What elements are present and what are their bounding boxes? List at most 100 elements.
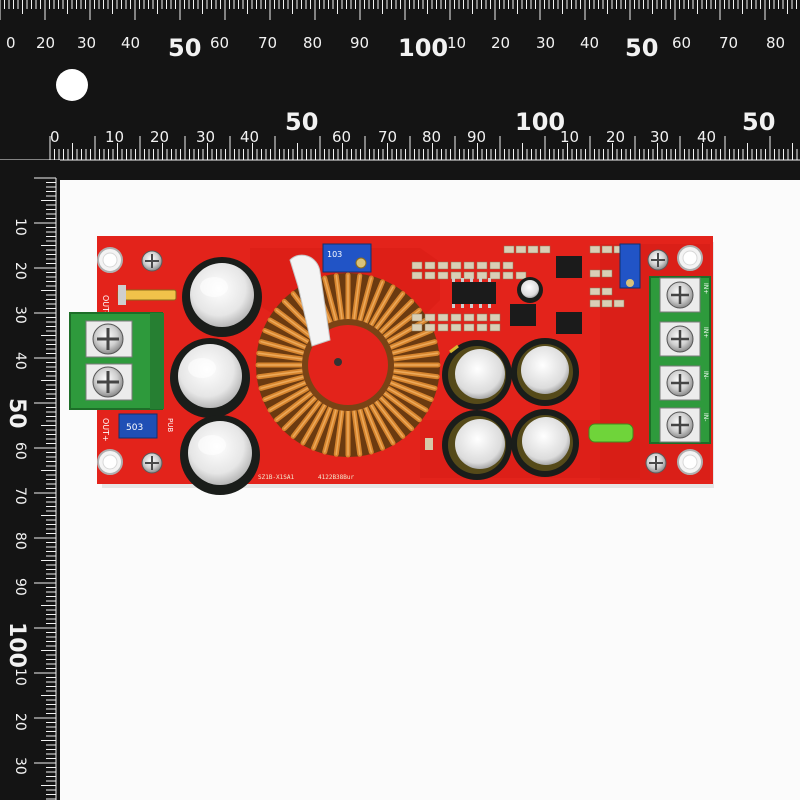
smd-part	[424, 313, 436, 322]
copper-highlight	[269, 386, 311, 411]
ruler-label: 20	[606, 128, 625, 146]
terminal-screw	[85, 363, 133, 401]
electrolytic-capacitor	[511, 409, 579, 477]
terminal-screw	[85, 320, 133, 358]
terminal-label: IN-	[702, 371, 709, 379]
smd-part	[450, 313, 462, 322]
copper-highlight	[335, 275, 344, 323]
terminal-screw-slot	[671, 330, 689, 348]
top-ruler-ticks-row1	[0, 0, 797, 20]
ruler-label: 30	[650, 128, 669, 146]
smd-part	[463, 261, 475, 270]
trim-potentiometer	[619, 243, 641, 289]
board-screw	[141, 452, 163, 474]
smd-part	[515, 271, 527, 280]
electrolytic-capacitor	[170, 338, 250, 418]
smd-part	[476, 323, 488, 332]
smd-part	[437, 323, 449, 332]
ruler-label: 20	[150, 128, 169, 146]
copper-highlight	[390, 352, 438, 361]
ic-pin	[479, 304, 482, 308]
smd-part	[503, 245, 515, 254]
copper-highlight	[264, 329, 309, 349]
trim-potentiometer: 503	[118, 413, 158, 439]
smd-part	[601, 299, 613, 308]
ruler-label: 10	[105, 128, 124, 146]
copper-highlight	[269, 319, 311, 344]
ruler-label: 70	[12, 487, 28, 505]
smd-part	[539, 245, 551, 254]
smd-part	[424, 271, 436, 280]
top-ruler-ticks-row2	[49, 136, 798, 160]
ruler-label-major: 100	[515, 108, 565, 136]
copper-highlight	[364, 281, 384, 326]
ruler-label: 60	[210, 34, 229, 52]
ic-pin	[470, 304, 473, 308]
smd-part	[463, 313, 475, 322]
mounting-hole	[97, 247, 123, 273]
smd-part	[437, 261, 449, 270]
ruler-label-major: 50	[625, 34, 658, 62]
smd-part	[437, 271, 449, 280]
ruler-label: 20	[36, 34, 55, 52]
ruler-label: 30	[12, 306, 28, 324]
copper-highlight	[387, 329, 432, 349]
ic-chip	[452, 282, 496, 304]
ic-chip	[510, 304, 536, 326]
smd-part	[450, 261, 462, 270]
ruler-label: 30	[536, 34, 555, 52]
copper-highlight	[387, 381, 432, 401]
copper-highlight	[382, 391, 421, 421]
ruler-label: 60	[12, 442, 28, 460]
smd-part	[476, 313, 488, 322]
ruler-label: 0	[6, 34, 16, 52]
electrolytic-capacitor	[442, 410, 512, 480]
terminal-screw-slot	[671, 416, 689, 434]
terminal-screws	[659, 277, 701, 443]
smd-part	[476, 271, 488, 280]
copper-highlight	[364, 404, 384, 449]
ic-chip	[556, 312, 582, 334]
electrolytic-capacitor	[180, 415, 260, 495]
board-screw	[647, 249, 669, 271]
ruler-label: 40	[240, 128, 259, 146]
ruler-label: 10	[12, 668, 28, 686]
copper-highlight	[389, 340, 436, 355]
ruler-label: 30	[77, 34, 96, 52]
copper-highlight	[352, 275, 361, 323]
copper-highlight	[323, 277, 338, 324]
smd-part	[489, 313, 501, 322]
copper-highlight	[369, 286, 394, 328]
ruler-label: 30	[12, 757, 28, 775]
ruler-label-major: 100	[398, 34, 448, 62]
ruler-label: 20	[491, 34, 510, 52]
ruler-label: 60	[672, 34, 691, 52]
pub-label: PUB	[166, 418, 174, 432]
terminal-labels: IN+IN+IN-IN-	[702, 283, 709, 421]
copper-highlight	[374, 292, 404, 331]
ruler-label-major: 100	[4, 622, 29, 668]
ruler-label: 40	[697, 128, 716, 146]
ic-pin	[461, 304, 464, 308]
mounting-hole	[97, 449, 123, 475]
copper-highlight	[260, 340, 307, 355]
copper-highlight	[358, 277, 373, 324]
ruler-label: 70	[719, 34, 738, 52]
ruler-label: 80	[766, 34, 785, 52]
ruler-label: 80	[12, 532, 28, 550]
ruler-label: 80	[303, 34, 322, 52]
inductor-windings	[255, 272, 441, 458]
indicator-led	[588, 423, 634, 443]
smd-part	[424, 323, 436, 332]
terminal-screw-slot	[671, 286, 689, 304]
ruler-label: 0	[50, 128, 60, 146]
mounting-hole	[677, 449, 703, 475]
pcb-date-silk: 4122B38Bur	[318, 474, 355, 481]
insulation-sleeve	[289, 254, 331, 347]
ic-pin	[479, 278, 482, 282]
copper-highlight	[260, 375, 307, 390]
